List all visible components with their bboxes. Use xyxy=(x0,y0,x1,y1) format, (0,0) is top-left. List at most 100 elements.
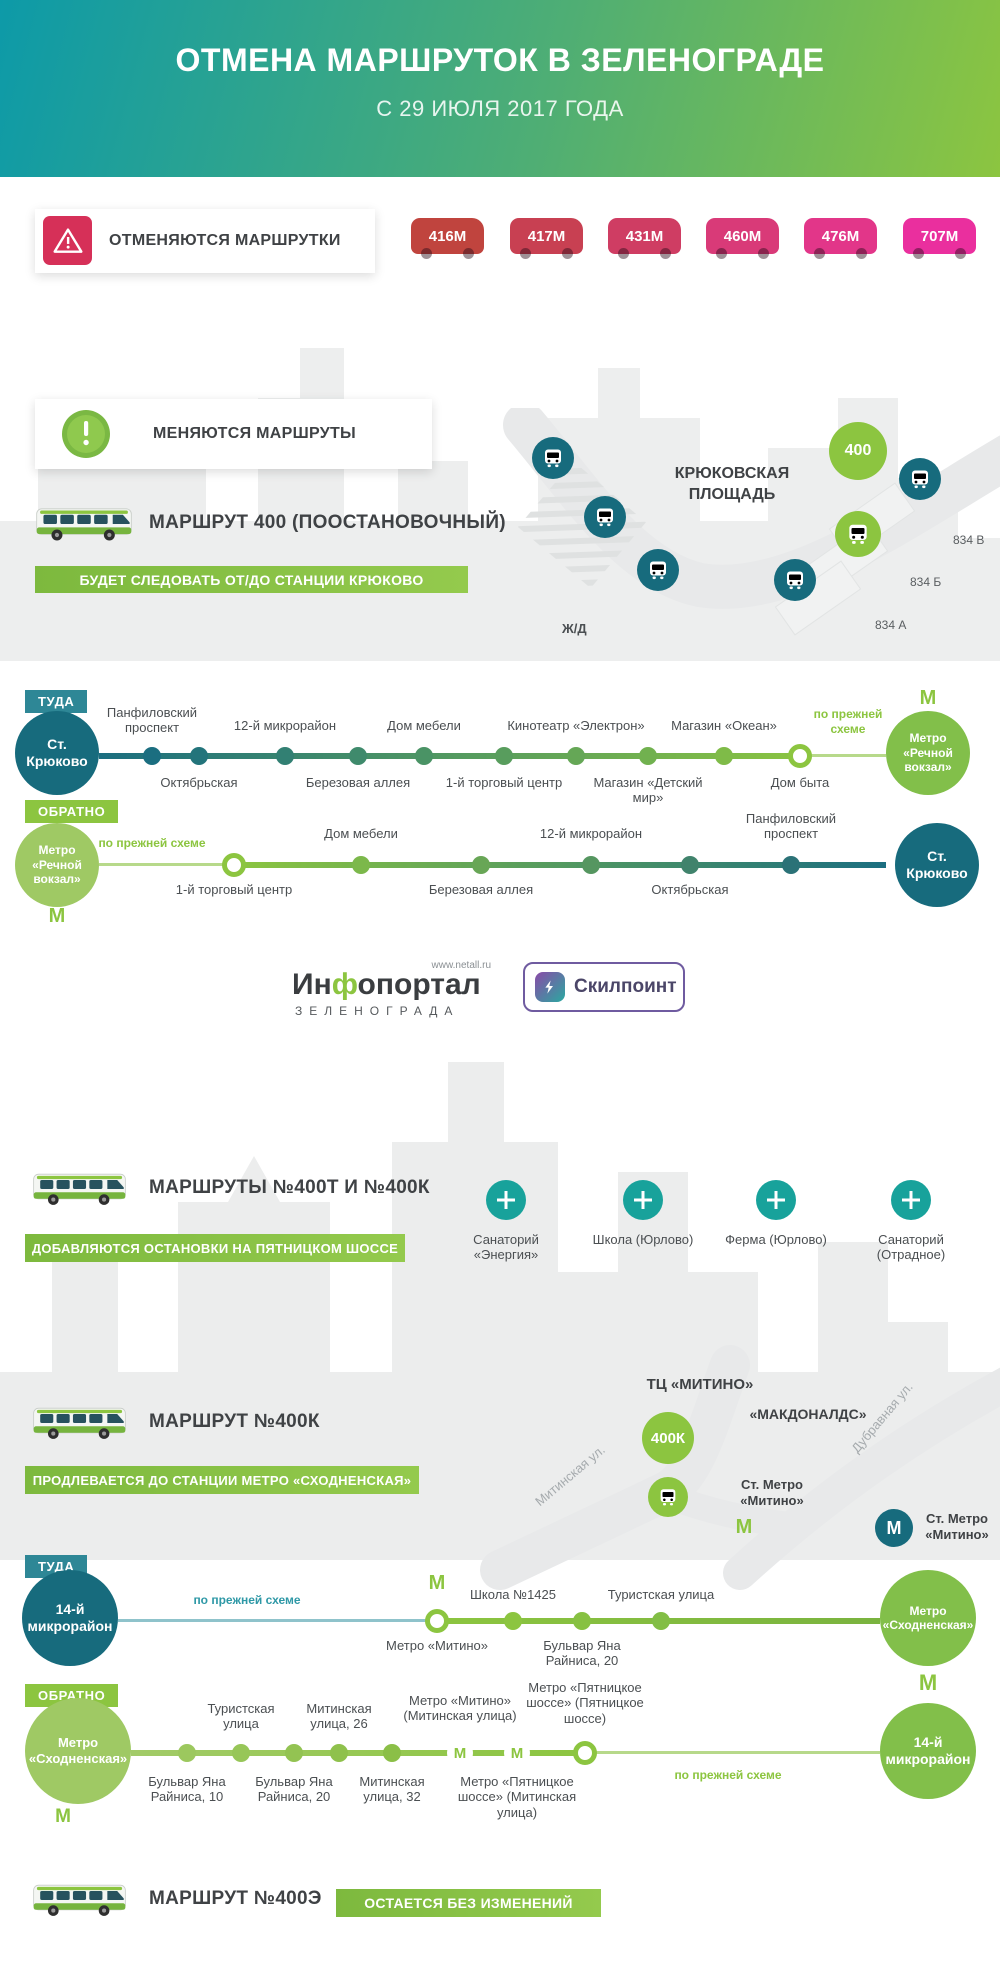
route-stop-dot xyxy=(143,747,161,765)
infoportal-url: www.netall.ru xyxy=(431,960,491,971)
route-stop-dot xyxy=(276,747,294,765)
stop-label: Школа №1425 xyxy=(470,1587,556,1602)
building-label: 834 Б xyxy=(910,575,942,589)
plus-icon xyxy=(623,1180,663,1220)
metro-m-icon: М xyxy=(919,687,937,709)
prev-scheme-note: по прежней схеме xyxy=(98,836,206,850)
route-badge-417m: 417М xyxy=(510,218,583,259)
route-line-prev-scheme xyxy=(118,1619,437,1622)
prev-scheme-note: по прежней схеме xyxy=(674,1768,782,1782)
prev-scheme-note: по прежней схеме xyxy=(813,707,883,736)
route-stop-dot xyxy=(567,747,585,765)
pin-label: 400 xyxy=(844,442,872,459)
route-stop-dot xyxy=(639,747,657,765)
stop-label: Магазин «Океан» xyxy=(671,718,777,733)
bus-icon xyxy=(33,1173,126,1206)
terminus-start: Ст. Крюково xyxy=(15,711,99,795)
metro-m-letter: М xyxy=(453,1744,467,1762)
route-stop-dot xyxy=(573,1612,591,1630)
metro-mitino-label: Ст. Метро «Митино» xyxy=(740,1477,804,1509)
route-400e-badge: ОСТАЕТСЯ БЕЗ ИЗМЕНЕНИЙ xyxy=(336,1889,601,1917)
route-400k-tuda-diagram: ТУДА 14-й микрорайон по прежней схеме М … xyxy=(0,1550,1000,1700)
skyline-band-middle xyxy=(0,1062,1000,1560)
infoportal-accent-letter: ф xyxy=(331,968,358,1001)
route-stop-dot xyxy=(582,856,600,874)
stop-label: Бульвар Яна Райниса, 10 xyxy=(148,1774,226,1805)
route-line xyxy=(234,862,886,868)
stop-label: Туристская улица xyxy=(607,1587,715,1602)
new-stop-label: Школа (Юрлово) xyxy=(592,1232,694,1247)
route-badge-label: 416М xyxy=(428,227,467,245)
stop-label: Панфиловский проспект xyxy=(106,705,198,736)
exclamation-icon xyxy=(61,409,111,459)
stop-label: Дом мебели xyxy=(324,826,398,841)
terminus-end: Метро «Сходненская» xyxy=(880,1570,976,1666)
stop-label: 12-й микрорайон xyxy=(539,826,643,841)
route-badge-460m: 460М xyxy=(706,218,779,259)
direction-label: ОБРАТНО xyxy=(25,800,119,823)
bus-icon xyxy=(36,508,132,541)
changed-routes-label: МЕНЯЮТСЯ МАРШРУТЫ xyxy=(153,425,357,442)
route-400-title: МАРШРУТ 400 (ПООСТАНОВОЧНЫЙ) xyxy=(149,512,506,533)
infoportal-text: Ин xyxy=(292,968,332,1001)
bus-icon xyxy=(33,1884,126,1917)
metro-m-icon: М xyxy=(504,1740,530,1766)
metro-m-letter: М xyxy=(510,1744,524,1762)
route-stop-dot xyxy=(495,747,513,765)
route-line-prev-scheme xyxy=(585,1751,880,1754)
metro-m-icon: М xyxy=(918,1670,938,1695)
route-stop-dot xyxy=(330,1744,348,1762)
route-stop-dot xyxy=(782,856,800,874)
terminus-start: Метро «Речной вокзал» xyxy=(15,823,99,907)
route-stop-dot xyxy=(715,747,733,765)
header: ОТМЕНА МАРШРУТОК В ЗЕЛЕНОГРАДЕ С 29 ИЮЛЯ… xyxy=(0,0,1000,177)
route-400tk-title: МАРШРУТЫ №400Т И №400К xyxy=(149,1177,430,1198)
stop-label: Кинотеатр «Электрон» xyxy=(507,718,645,733)
stop-label: Березовая аллея xyxy=(428,882,534,897)
metro-m-icon: М xyxy=(428,1572,446,1594)
route-400k-pin: 400К xyxy=(642,1412,694,1464)
stop-label: Октябрьская xyxy=(160,775,238,790)
stop-label: Дом быта xyxy=(770,775,830,790)
cancelled-routes-label: ОТМЕНЯЮТСЯ МАРШРУТКИ xyxy=(109,232,341,249)
route-400-tuda-diagram: ТУДА Ст. Крюково Панфиловский проспект О… xyxy=(0,683,1000,823)
route-badge-416m: 416М xyxy=(411,218,484,259)
metro-m-icon: М xyxy=(447,1740,473,1766)
plus-icon xyxy=(891,1180,931,1220)
route-stop-dot xyxy=(285,1744,303,1762)
plus-icon xyxy=(486,1180,526,1220)
stop-label: Митинская улица, 32 xyxy=(359,1774,425,1805)
kryukovskaya-square-label: КРЮКОВСКАЯ ПЛОЩАДЬ xyxy=(674,465,790,503)
route-stop-dot xyxy=(652,1612,670,1630)
stop-label: Метро «Пятницкое шоссе» (Пятницкое шоссе… xyxy=(526,1680,644,1726)
stop-label: Метро «Митино» xyxy=(386,1638,488,1653)
stop-label: Митинская улица, 26 xyxy=(306,1701,372,1732)
bus-stop-icon xyxy=(648,1477,688,1517)
metro-m-icon: М xyxy=(55,1806,71,1827)
page-subtitle: С 29 ИЮЛЯ 2017 ГОДА xyxy=(376,96,624,121)
route-badge-476m: 476М xyxy=(804,218,877,259)
terminus-start: 14-й микрорайон xyxy=(22,1570,118,1666)
route-badge-label: 460М xyxy=(723,227,762,245)
map-kryukovo-roads xyxy=(503,408,1000,636)
stop-label: Туристская улица xyxy=(207,1701,275,1732)
route-400k-title: МАРШРУТ №400К xyxy=(149,1411,320,1432)
metro-m-letter: М xyxy=(886,1517,902,1538)
stop-label: Бульвар Яна Райниса, 20 xyxy=(543,1638,621,1669)
warning-icon xyxy=(43,216,92,265)
bus-icon xyxy=(33,1407,126,1440)
bus-stop-icon xyxy=(899,458,941,500)
bus-stop-icon xyxy=(774,559,816,601)
route-400-obratno-diagram: ОБРАТНО Метро «Речной вокзал» М по прежн… xyxy=(0,795,1000,940)
plus-icon xyxy=(756,1180,796,1220)
infoportal-subtitle: ЗЕЛЕНОГРАДА xyxy=(295,1004,460,1018)
stop-label: 1-й торговый центр xyxy=(175,882,293,897)
page-title: ОТМЕНА МАРШРУТОК В ЗЕЛЕНОГРАДЕ xyxy=(175,42,825,78)
metro-mitino-label-2: Ст. Метро «Митино» xyxy=(925,1511,989,1543)
stop-label: Метро «Пятницкое шоссе» (Митинская улица… xyxy=(457,1774,577,1820)
terminus-end: 14-й микрорайон xyxy=(880,1703,976,1799)
route-line xyxy=(131,1750,585,1756)
new-stop-label: Ферма (Юрлово) xyxy=(725,1232,827,1247)
building-label: 834 В xyxy=(953,533,985,547)
